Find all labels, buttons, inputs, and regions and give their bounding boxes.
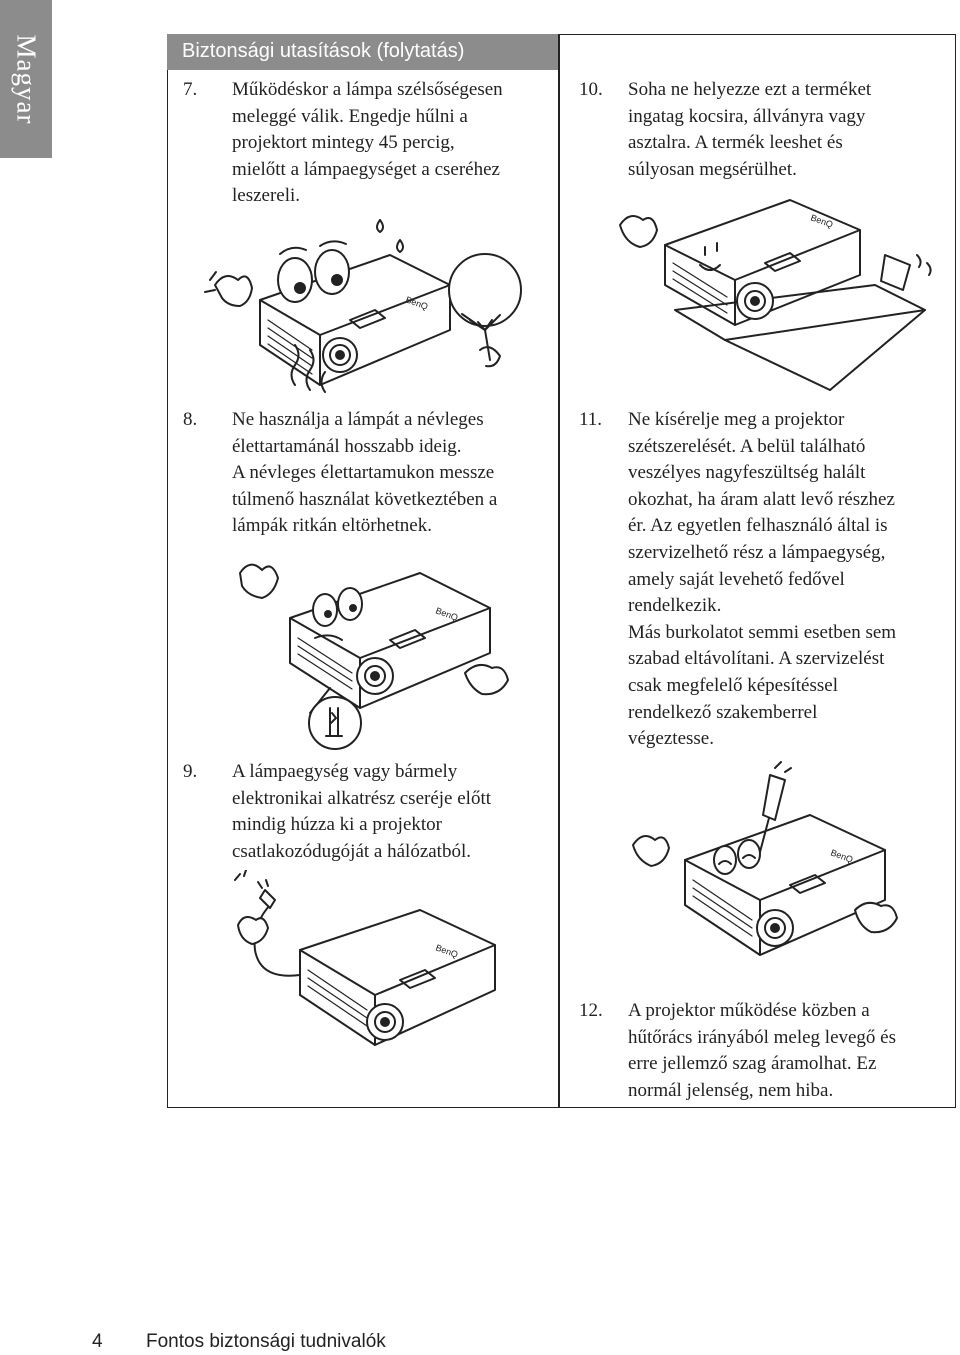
item-number: 11. xyxy=(579,409,603,430)
item-line: élettartamánál hosszabb ideig. xyxy=(232,435,462,457)
item-line: ér. Az egyetlen felhasználó által is xyxy=(628,515,888,537)
item-line: szétszerelését. A belül található xyxy=(628,435,866,457)
content-frame xyxy=(167,34,956,1108)
item-line: Működéskor a lámpa szélsőségesen xyxy=(232,79,503,100)
item-line: amely saját levehető fedővel xyxy=(628,568,845,590)
item-number: 7. xyxy=(183,79,198,100)
item-number: 10. xyxy=(579,79,603,100)
item-line: elektronikai alkatrész cseréje előtt xyxy=(232,787,492,809)
projector-screwdriver-icon: BenQ xyxy=(625,760,915,975)
item-number: 9. xyxy=(183,761,198,782)
item-line: mindig húzza ki a projektor xyxy=(232,814,442,836)
item-line: meleggé válik. Engedje hűlni a xyxy=(232,105,468,127)
item-line: Más burkolatot semmi esetben sem xyxy=(628,621,897,643)
item-line: rendelkezik. xyxy=(628,595,722,617)
section-title: Biztonsági utasítások (folytatás) xyxy=(167,34,558,70)
hot-projector-fan-icon: BenQ xyxy=(200,210,530,400)
item-line: szervizelhető rész a lámpaegység, xyxy=(628,541,886,563)
projector-unplug-icon: BenQ xyxy=(230,870,510,1065)
page-number: 4 xyxy=(92,1331,103,1352)
item-line: A lámpaegység vagy bármely xyxy=(232,761,458,782)
item-line: erre jellemző szag áramolhat. Ez xyxy=(628,1053,877,1075)
item-line: veszélyes nagyfeszültség halált xyxy=(628,462,866,484)
item-line: leszereli. xyxy=(232,185,301,207)
projector-broken-lamp-icon: BenQ xyxy=(230,548,520,758)
item-line: Ne kísérelje meg a projektor xyxy=(628,409,845,430)
item-line: hűtőrács irányából meleg levegő és xyxy=(628,1026,897,1048)
item-line: asztalra. A termék leeshet és xyxy=(628,132,843,154)
item-number: 12. xyxy=(579,1000,603,1021)
item-line: lámpák ritkán eltörhetnek. xyxy=(232,515,432,537)
item-line: ingatag kocsira, állványra vagy xyxy=(628,105,866,127)
language-tab-label: Magyar xyxy=(11,34,42,124)
item-line: A projektor működése közben a xyxy=(628,1000,870,1021)
item-line: csatlakozódugóját a hálózatból. xyxy=(232,840,471,862)
item-line: A névleges élettartamukon messze xyxy=(232,462,495,484)
item-line: végeztesse. xyxy=(628,728,714,750)
item-line: projektort mintegy 45 percig, xyxy=(232,132,455,154)
language-tab: Magyar xyxy=(0,0,52,158)
item-line: súlyosan megsérülhet. xyxy=(628,158,797,180)
projector-falling-table-icon: BenQ xyxy=(605,185,940,400)
item-line: Ne használja a lámpát a névleges xyxy=(232,409,484,430)
item-line: rendelkező szakemberrel xyxy=(628,701,818,723)
item-line: mielőtt a lámpaegységet a cseréhez xyxy=(232,158,500,180)
column-divider xyxy=(558,34,560,1108)
item-line: normál jelenség, nem hiba. xyxy=(628,1079,834,1101)
svg-text:BenQ: BenQ xyxy=(404,294,429,311)
item-line: túlmenő használat következtében a xyxy=(232,488,498,510)
footer-section-name: Fontos biztonsági tudnivalók xyxy=(146,1331,386,1352)
item-line: Soha ne helyezze ezt a terméket xyxy=(628,79,872,100)
item-number: 8. xyxy=(183,409,198,430)
item-line: szabad eltávolítani. A szervizelést xyxy=(628,648,885,670)
item-line: csak megfelelő képesítéssel xyxy=(628,674,838,696)
item-line: okozhat, ha áram alatt levő részhez xyxy=(628,488,895,510)
